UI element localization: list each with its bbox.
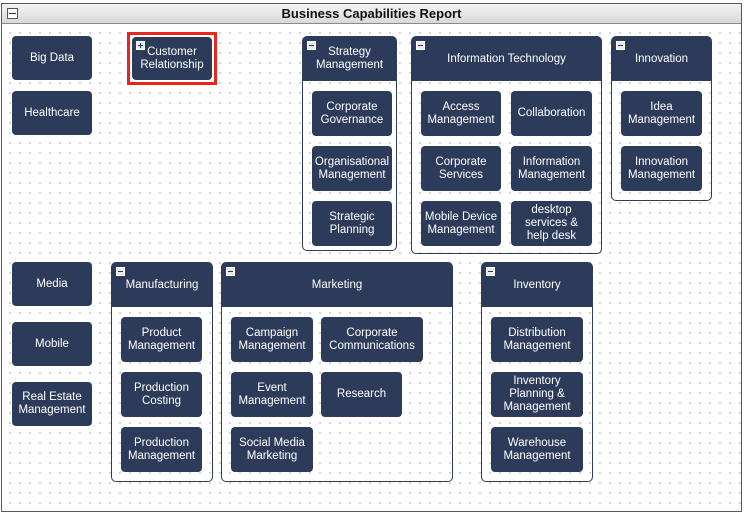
collapse-icon[interactable] xyxy=(307,41,316,50)
capability-distribution-management[interactable]: Distribution Management xyxy=(491,317,583,362)
capability-label: Customer Relationship xyxy=(140,45,204,71)
capability-organisational-management[interactable]: Organisational Management xyxy=(312,146,392,191)
capability-research[interactable]: Research xyxy=(321,372,402,417)
capability-innovation-management[interactable]: Innovation Management xyxy=(621,146,702,191)
capability-product-management[interactable]: Product Management xyxy=(121,317,202,362)
capability-collaboration[interactable]: Collaboration xyxy=(511,91,592,136)
capability-warehouse-management[interactable]: Warehouse Management xyxy=(491,427,583,472)
group-title: Strategy Management xyxy=(315,46,384,71)
group-header: Innovation xyxy=(612,37,711,81)
capability-corporate-governance[interactable]: Corporate Governance xyxy=(312,91,392,136)
group-header: Information Technology xyxy=(412,37,601,81)
capability-production-management[interactable]: Production Management xyxy=(121,427,202,472)
group-title: Innovation xyxy=(634,52,689,65)
report-title: Business Capabilities Report xyxy=(281,6,462,21)
capability-campaign-management[interactable]: Campaign Management xyxy=(231,317,313,362)
capability-event-management[interactable]: Event Management xyxy=(231,372,313,417)
group-strategy-management[interactable]: Strategy Management xyxy=(302,36,397,251)
report-titlebar: Business Capabilities Report xyxy=(2,4,741,24)
capability-corporate-communications[interactable]: Corporate Communications xyxy=(321,317,423,362)
group-information-technology[interactable]: Information Technology xyxy=(411,36,602,254)
capability-social-media-marketing[interactable]: Social Media Marketing xyxy=(231,427,313,472)
group-title: Manufacturing xyxy=(125,278,199,291)
capability-real-estate-management[interactable]: Real Estate Management xyxy=(12,382,92,426)
capability-access-management[interactable]: Access Management xyxy=(421,91,501,136)
capability-media[interactable]: Media xyxy=(12,262,92,306)
selection-highlight xyxy=(127,32,217,85)
collapse-icon[interactable] xyxy=(486,267,495,276)
group-header: Marketing xyxy=(222,263,452,307)
diagram-canvas: Big Data Healthcare Customer Relationshi… xyxy=(2,25,741,511)
capability-mobile[interactable]: Mobile xyxy=(12,322,92,366)
group-header: Manufacturing xyxy=(112,263,212,307)
collapse-icon[interactable] xyxy=(226,267,235,276)
group-innovation[interactable]: Innovation xyxy=(611,36,712,201)
collapse-icon[interactable] xyxy=(416,41,425,50)
capability-information-management[interactable]: Information Management xyxy=(511,146,592,191)
capability-corporate-services[interactable]: Corporate Services xyxy=(421,146,501,191)
group-inventory[interactable]: Inventory xyxy=(481,262,593,482)
group-title: Marketing xyxy=(311,278,363,291)
capability-desktop-services-help-desk[interactable]: desktop services & help desk xyxy=(511,201,592,246)
collapse-report-icon[interactable] xyxy=(7,8,18,19)
capability-customer-relationship[interactable]: Customer Relationship xyxy=(132,37,212,80)
capability-idea-management[interactable]: Idea Management xyxy=(621,91,702,136)
expand-icon[interactable] xyxy=(136,41,145,50)
capability-strategic-planning[interactable]: Strategic Planning xyxy=(312,201,392,246)
group-title: Inventory xyxy=(513,278,561,291)
group-title: Information Technology xyxy=(447,52,566,65)
capability-production-costing[interactable]: Production Costing xyxy=(121,372,202,417)
capability-inventory-planning-management[interactable]: Inventory Planning & Management xyxy=(491,372,583,417)
group-header: Inventory xyxy=(482,263,592,307)
collapse-icon[interactable] xyxy=(616,41,625,50)
group-header: Strategy Management xyxy=(303,37,396,81)
group-manufacturing[interactable]: Manufacturing xyxy=(111,262,213,482)
capability-mobile-device-management[interactable]: Mobile Device Management xyxy=(421,201,501,246)
report-window: Business Capabilities Report Big Data He… xyxy=(1,3,742,512)
capability-big-data[interactable]: Big Data xyxy=(12,36,92,80)
capability-healthcare[interactable]: Healthcare xyxy=(12,91,92,135)
collapse-icon[interactable] xyxy=(116,267,125,276)
group-marketing[interactable]: Marketing xyxy=(221,262,453,482)
